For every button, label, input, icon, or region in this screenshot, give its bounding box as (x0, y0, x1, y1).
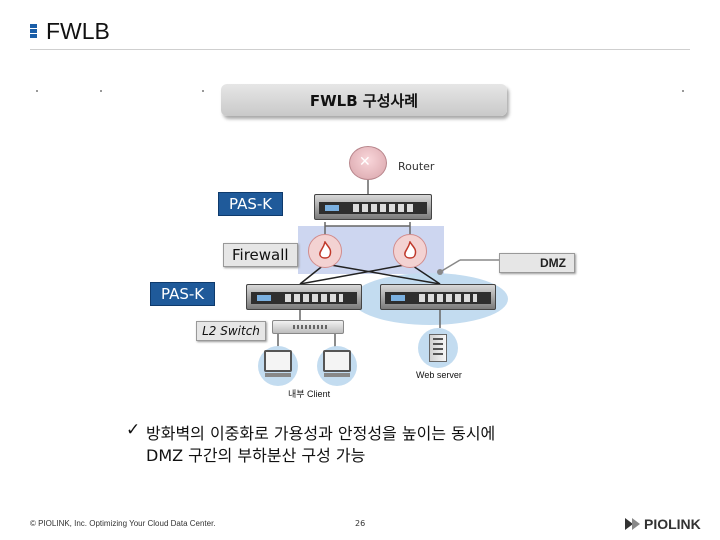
monitor-icon (264, 350, 292, 372)
body-text: 방화벽의 이중화로 가용성과 안정성을 높이는 동시에 DMZ 구간의 부하분산… (130, 423, 495, 467)
web-server-icon (429, 334, 447, 362)
l2-switch-device (272, 320, 344, 334)
piolink-logo: PIOLINK (624, 516, 701, 532)
diagram-banner: FWLB 구성사례 (221, 84, 507, 116)
pas-k-top-device (314, 194, 432, 220)
keyboard-icon (265, 373, 291, 377)
decorative-dot (100, 90, 102, 92)
pas-k-top-label: PAS-K (218, 192, 284, 216)
firewall-icon (308, 234, 342, 268)
logo-text: PIOLINK (644, 516, 701, 532)
router-label: Router (398, 160, 435, 173)
l2-switch-label: L2 Switch (196, 321, 266, 341)
monitor-icon (323, 350, 351, 372)
page-title: FWLB (46, 18, 110, 44)
pas-k-bottom-device-right (380, 284, 496, 310)
header-divider (30, 49, 690, 50)
decorative-dot (36, 90, 38, 92)
firewall-label: Firewall (223, 243, 298, 267)
firewall-icon (393, 234, 427, 268)
banner-title: FWLB 구성사례 (309, 91, 419, 110)
footer-copyright: © PIOLINK, Inc. Optimizing Your Cloud Da… (30, 519, 216, 528)
decorative-dot (682, 90, 684, 92)
page-number: 26 (355, 519, 366, 528)
body-line-2: DMZ 구간의 부하분산 구성 가능 (146, 446, 366, 465)
keyboard-icon (324, 373, 350, 377)
title-bullet-icon (30, 24, 37, 38)
checkmark-icon: ✓ (126, 420, 141, 440)
pas-k-bottom-label: PAS-K (150, 282, 216, 306)
body-line-1: 방화벽의 이중화로 가용성과 안정성을 높이는 동시에 (146, 424, 496, 443)
decorative-dot (202, 90, 204, 92)
internal-client-label: 내부 Client (288, 389, 331, 399)
router-icon: ✕ (349, 146, 387, 180)
dmz-label: DMZ (499, 253, 575, 273)
piolink-logo-mark-icon (625, 518, 640, 530)
pas-k-bottom-device-left (246, 284, 362, 310)
web-server-label: Web server (416, 370, 462, 380)
